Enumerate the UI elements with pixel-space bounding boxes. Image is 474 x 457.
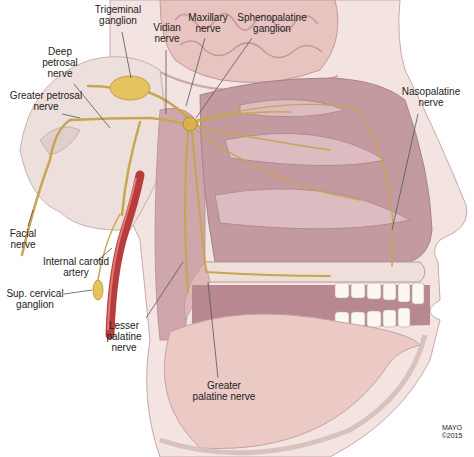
tongue — [164, 314, 420, 448]
tooth — [383, 310, 396, 327]
leader-line — [392, 114, 418, 230]
tooth — [412, 283, 424, 304]
tooth — [383, 283, 396, 300]
anatomy-label: Sphenopalatine ganglion — [234, 12, 310, 34]
upper-teeth — [335, 283, 424, 304]
anatomy-label: Facial nerve — [4, 228, 42, 250]
leader-line — [146, 262, 183, 318]
greater-petrosal-nerve — [70, 118, 150, 120]
tooth — [335, 283, 349, 298]
anatomy-label: Vidian nerve — [148, 22, 186, 44]
leader-lines — [28, 32, 418, 378]
tooth — [398, 308, 410, 327]
anatomy-label: Maxillary nerve — [184, 12, 232, 34]
lateral-nasal-branch — [196, 130, 360, 200]
leader-line — [196, 38, 252, 118]
superior-cervical-ganglion — [93, 280, 103, 300]
leader-line — [122, 32, 131, 78]
leader-line — [64, 290, 92, 294]
nasal-cavity — [200, 78, 432, 262]
nasopalatine-nerve — [197, 104, 393, 266]
cervical-connection — [98, 214, 120, 280]
tooth — [367, 283, 381, 299]
tooth — [367, 311, 381, 327]
lesser-palatine-nerve — [185, 131, 188, 292]
brain — [160, 0, 338, 83]
maxillary-nerve — [148, 92, 188, 118]
anatomy-label: Nasopalatine nerve — [398, 86, 464, 108]
anatomy-label: Greater petrosal nerve — [4, 90, 88, 112]
leader-line — [208, 282, 218, 378]
artery-highlight — [108, 178, 136, 330]
inferior-turbinate — [215, 189, 410, 229]
anatomy-label: Lesser palatine nerve — [100, 320, 148, 353]
greater-palatine-nerve — [192, 131, 330, 276]
leader-line — [28, 210, 33, 226]
temporal-bone — [20, 57, 170, 231]
middle-turbinate — [225, 133, 385, 165]
leader-line — [62, 114, 80, 118]
leader-line — [166, 50, 167, 114]
mandible — [160, 335, 425, 453]
lateral-nasal-branch — [196, 126, 330, 150]
anatomy-label: Greater palatine nerve — [190, 380, 258, 402]
anatomy-label: Internal carotid artery — [42, 256, 110, 278]
head-outline — [110, 0, 467, 457]
sphenopalatine-ganglion — [183, 117, 197, 131]
watermark: MAYO ©2015 — [436, 424, 468, 439]
leader-line — [186, 38, 205, 106]
anatomy-label: Trigeminal ganglion — [90, 4, 146, 26]
nerves — [22, 86, 393, 292]
vidian-nerve — [150, 118, 185, 124]
trigeminal-ganglion — [110, 76, 150, 100]
trigeminal-root — [88, 86, 112, 88]
tooth — [351, 283, 365, 298]
tooth — [398, 283, 410, 302]
deep-petrosal-nerve — [122, 122, 140, 215]
internal-carotid-artery — [110, 175, 140, 335]
anatomy-label: Sup. cervical ganglion — [3, 288, 67, 310]
anatomy-label: Deep petrosal nerve — [36, 46, 84, 79]
